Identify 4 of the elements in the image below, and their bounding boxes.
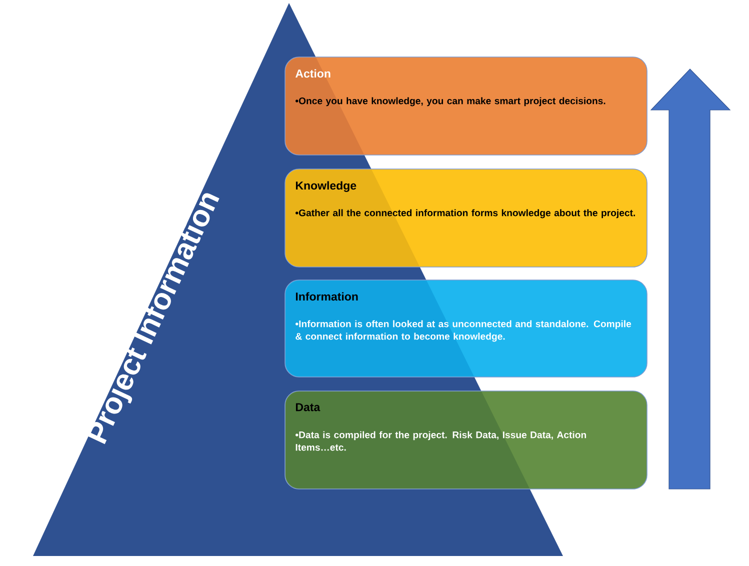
level-card: Action •Once you have knowledge, you can make smart project decisions. <box>284 56 648 156</box>
level-card: Information •Information is often looked at as unconnected and standalone. Compile & connect information to become knowledge. <box>284 280 648 378</box>
level-card: Knowledge •Gather all the connected information forms knowledge about the project. <box>284 168 648 268</box>
level-card: Data •Data is compiled for the project. Risk Data, Issue Data, Action Items…etc. <box>284 390 648 490</box>
